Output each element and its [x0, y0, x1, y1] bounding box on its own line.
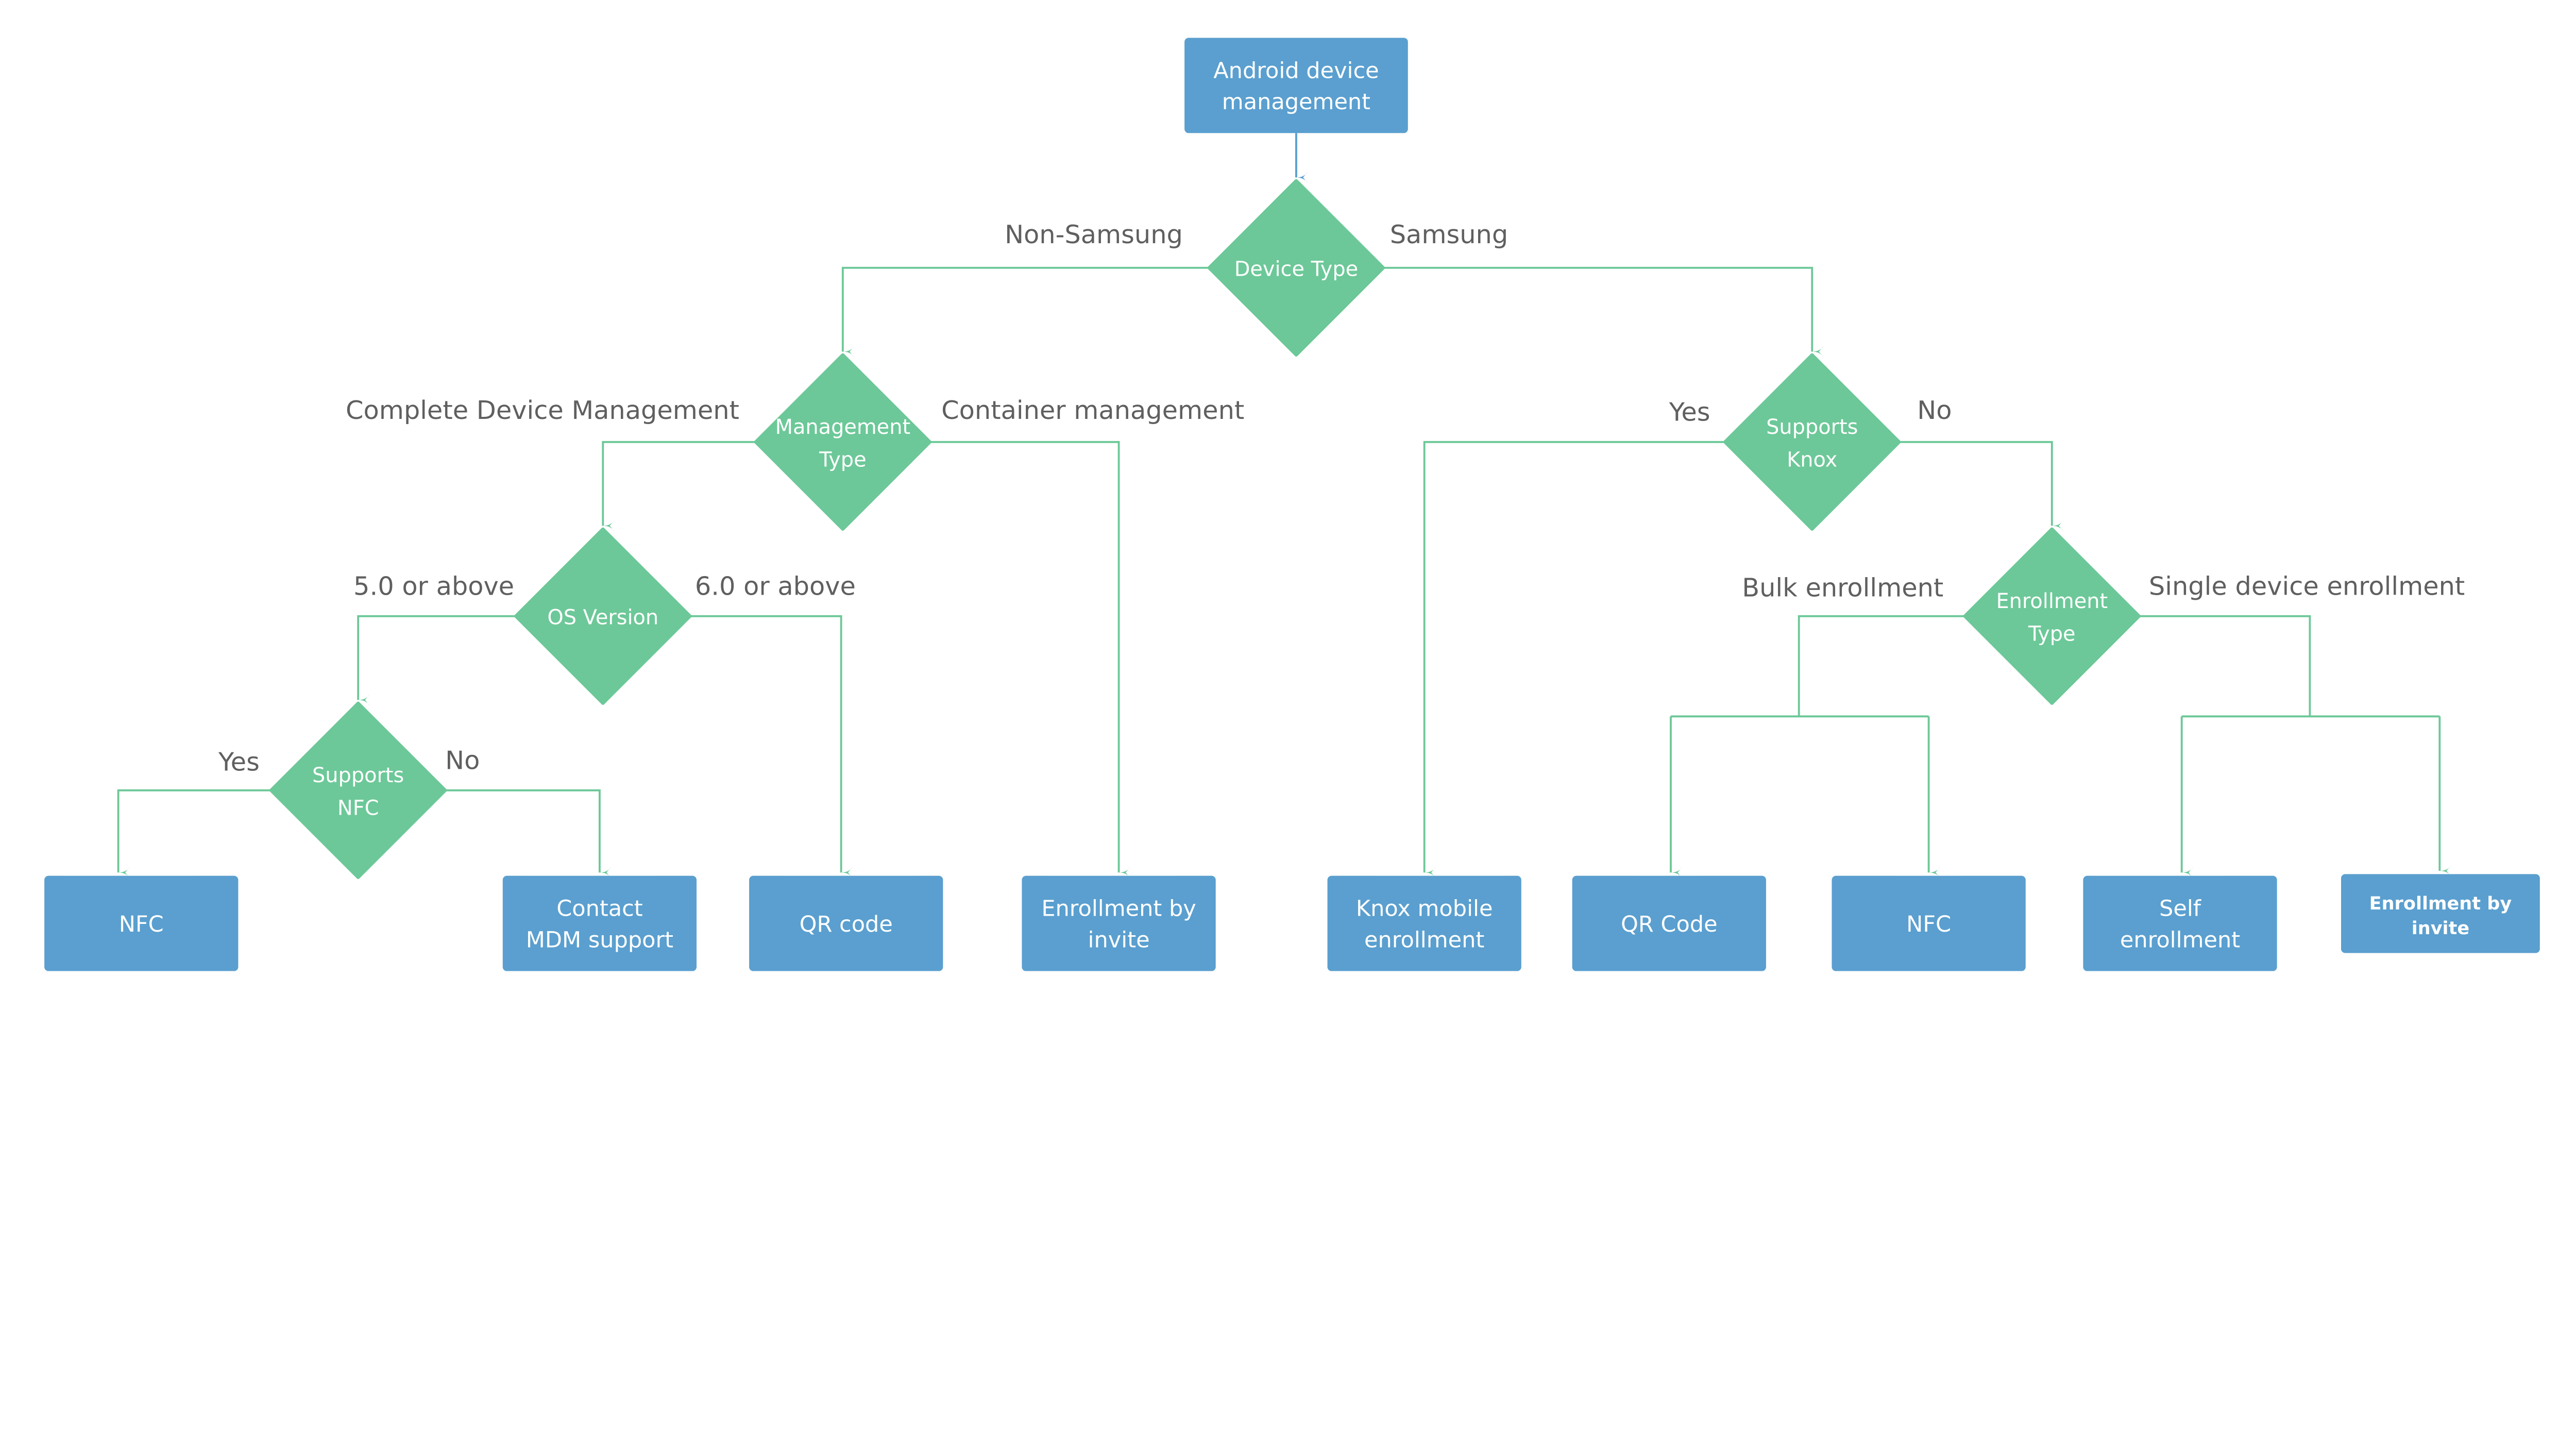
- node-label-line: NFC: [337, 797, 379, 820]
- decision-diamond-device-type: Device Type: [1207, 179, 1385, 357]
- process-box-qr-left: QR code: [749, 875, 943, 971]
- node-label-line: invite: [1088, 927, 1150, 953]
- node-label-line: NFC: [1906, 912, 1951, 937]
- process-box-root: Android device management: [1184, 38, 1408, 133]
- connector-line: [445, 789, 612, 879]
- connectors: [117, 133, 2451, 879]
- connector-line: [1423, 441, 1725, 879]
- node-label-line: Type: [2028, 622, 2076, 646]
- edge-label-nfc-no: No: [445, 745, 480, 775]
- node-label: OS Version: [547, 606, 658, 630]
- process-box-knox-mobile: Knox mobile enrollment: [1327, 875, 1521, 971]
- node-label-line: Supports: [1766, 415, 1858, 439]
- process-box-nfc-left: NFC: [44, 875, 239, 971]
- process-box-invite-left: Enrollment by invite: [1022, 875, 1216, 971]
- process-box-nfc-right: NFC: [1832, 875, 2026, 971]
- node-label-line: management: [1222, 89, 1370, 115]
- connector-line: [841, 266, 1209, 358]
- node-label-line: Enrollment: [1996, 589, 2108, 613]
- node-label: NFC: [119, 912, 164, 937]
- connector-line: [117, 789, 272, 879]
- node-label-line: Supports: [312, 764, 404, 787]
- edge-label-container: Container management: [941, 395, 1244, 425]
- node-label-line: QR Code: [1621, 912, 1718, 937]
- edge-label-knox-no: No: [1917, 395, 1952, 425]
- connector-line: [2139, 615, 2311, 717]
- node-label-line: OS Version: [547, 606, 658, 630]
- decision-diamond-os-version: OS Version: [514, 527, 692, 705]
- node-label: Android device management: [1213, 58, 1379, 115]
- node-label: Knox mobile enrollment: [1356, 896, 1493, 953]
- node-label-line: Enrollment by: [1041, 896, 1196, 922]
- node-label-line: Enrollment by: [2369, 893, 2512, 914]
- node-label-line: Self: [2159, 896, 2201, 922]
- node-label-line: Knox: [1787, 448, 1837, 472]
- edge-label-nfc-yes: Yes: [218, 747, 260, 777]
- connector-line: [602, 441, 756, 532]
- edge-label-single: Single device enrollment: [2149, 571, 2465, 601]
- node-label-line: Management: [775, 415, 910, 439]
- connector-line: [929, 441, 1130, 879]
- node-label-line: Type: [819, 448, 867, 472]
- edge-label-complete-device: Complete Device Management: [346, 395, 739, 425]
- edge-label-os-6: 6.0 or above: [695, 571, 856, 601]
- connector-line: [1383, 266, 1824, 358]
- node-label: Self enrollment: [2120, 896, 2240, 953]
- node-label-line: invite: [2412, 918, 2469, 939]
- edge-label-os-5: 5.0 or above: [353, 571, 514, 601]
- node-label-line: enrollment: [2120, 927, 2240, 953]
- edge-label-knox-yes: Yes: [1669, 397, 1710, 427]
- process-box-self-enroll: Self enrollment: [2083, 875, 2277, 971]
- node-label-line: enrollment: [1364, 927, 1484, 953]
- edge-label-non-samsung: Non-Samsung: [1005, 220, 1183, 249]
- process-box-invite-right: Enrollment by invite: [2341, 874, 2540, 953]
- edge-label-bulk: Bulk enrollment: [1742, 573, 1943, 603]
- node-label: Device Type: [1234, 258, 1358, 281]
- node-label: Enrollment by invite: [2369, 893, 2512, 939]
- node-label-line: MDM support: [526, 927, 673, 953]
- node-label-line: Android device: [1213, 58, 1379, 83]
- process-box-qr-right: QR Code: [1572, 875, 1766, 971]
- node-label: QR Code: [1621, 912, 1718, 937]
- node-label-line: Device Type: [1234, 258, 1358, 281]
- connector-line: [1899, 441, 2064, 532]
- node-label-line: NFC: [119, 912, 164, 937]
- connector-line: [1798, 615, 1965, 717]
- node-label-line: Contact: [556, 896, 642, 922]
- node-label: Enrollment by invite: [1041, 896, 1196, 953]
- node-label: NFC: [1906, 912, 1951, 937]
- connector-line: [690, 615, 853, 879]
- edge-label-samsung: Samsung: [1390, 220, 1509, 249]
- connector-line: [357, 615, 516, 706]
- node-label-line: Knox mobile: [1356, 896, 1493, 922]
- node-label: QR code: [800, 912, 893, 937]
- node-label-line: QR code: [800, 912, 893, 937]
